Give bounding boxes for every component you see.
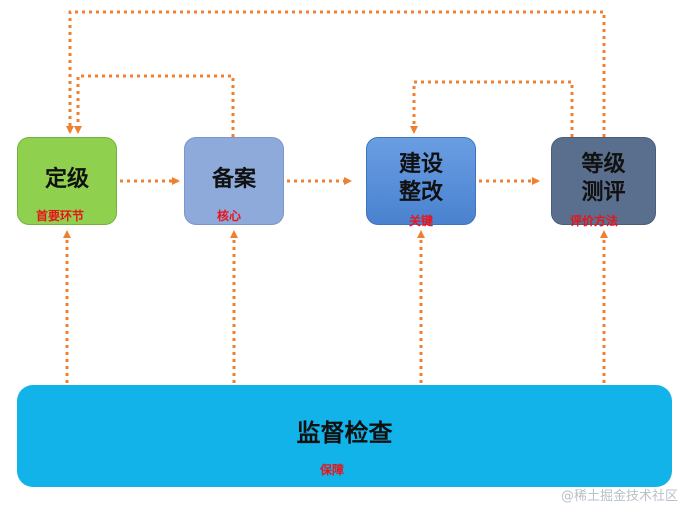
feedback-arrow-beian-to-dingji <box>74 74 235 137</box>
node-dingji-title: 定级 <box>44 167 89 192</box>
node-dengji-ceping: 等级 测评 评价方法 <box>551 137 656 228</box>
node-dingji-subtitle: 首要环节 <box>36 209 85 223</box>
node-ceping-title-line1: 等级 <box>581 152 626 177</box>
node-beian: 备案 核心 <box>184 137 284 225</box>
node-jianshe-title-line2: 整改 <box>398 180 443 205</box>
node-jianshe: 建设 整改 关键 <box>366 137 476 228</box>
node-beian-title: 备案 <box>211 167 256 192</box>
node-jiandu-title: 监督检查 <box>296 419 393 447</box>
node-dingji: 定级 首要环节 <box>17 137 117 225</box>
node-jiandu-jiancha: 监督检查 保障 <box>17 385 672 487</box>
node-jiandu-subtitle: 保障 <box>320 463 345 477</box>
watermark-text: @稀土掘金技术社区 <box>560 489 678 504</box>
node-ceping-title-line2: 测评 <box>581 180 626 205</box>
node-ceping-subtitle: 评价方法 <box>570 214 619 228</box>
node-jianshe-subtitle: 关键 <box>409 214 434 228</box>
node-jianshe-title-line1: 建设 <box>398 152 443 177</box>
feedback-arrow-ceping-to-jianshe <box>410 80 574 137</box>
node-beian-subtitle: 核心 <box>217 209 242 223</box>
feedback-arrow-outer <box>66 10 606 137</box>
